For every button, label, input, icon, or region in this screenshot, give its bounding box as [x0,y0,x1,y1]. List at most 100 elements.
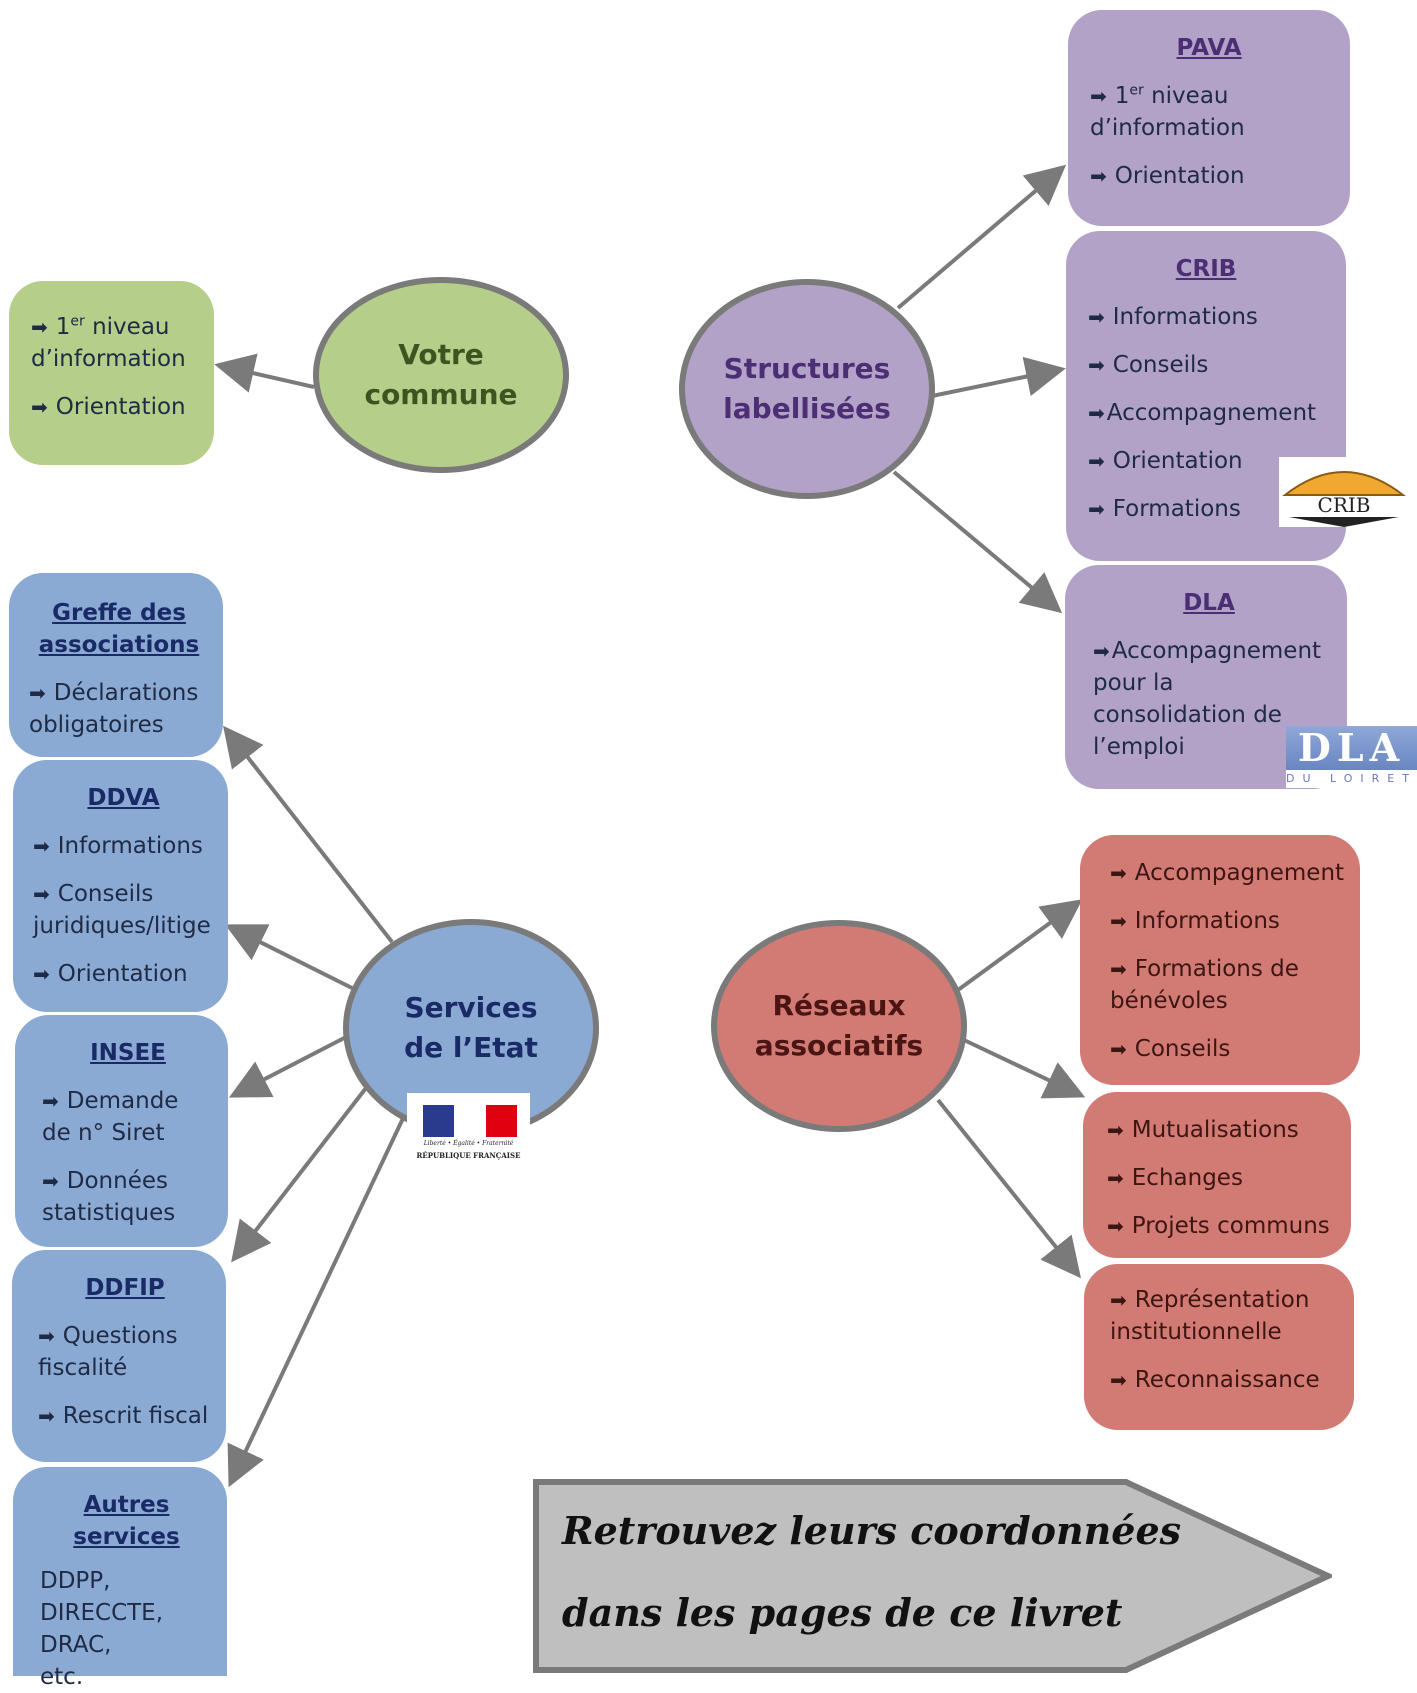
ddva-title: DDVA [87,785,160,811]
arrow-reseaux-to-box1 [956,899,1083,992]
reseaux-item: ➡Informations [1110,908,1280,934]
reseaux-item: ➡Projets communs [1107,1213,1330,1239]
ddva-item: ➡Informations [33,833,203,859]
ddva-item: ➡Conseils juridiques/litige [33,881,211,939]
greffe-box: Greffe des associations ➡Déclarations ob… [9,573,223,757]
crib-item: ➡Conseils [1088,352,1209,378]
reseaux-item: ➡Accompagnement [1110,860,1345,886]
marianne-motto: Liberté • Égalité • Fraternité [423,1140,514,1147]
arrow-right-icon: ➡ [1110,1288,1127,1312]
arrow-right-icon: ➡ [1107,1118,1124,1142]
greffe-title: Greffe des associations [38,600,200,658]
autres-text: DDPP, DIRECCTE, DRAC, etc. [40,1568,164,1690]
arrow-etat-to-ddfip [231,1086,368,1263]
reseaux-item: ➡Conseils [1110,1036,1231,1062]
arrow-right-icon: ➡ [38,1324,55,1348]
arrow-right-icon: ➡ [1107,1166,1124,1190]
arrow-structures-to-dla [892,470,1063,614]
dla-title: DLA [1183,590,1235,616]
arrow-reseaux-to-box2 [963,1038,1086,1099]
dla-logo-subtitle: DU LOIRET [1286,770,1417,788]
arrow-right-icon: ➡ [33,834,50,858]
reseaux-item: ➡Echanges [1107,1165,1243,1191]
callout-line-2: dans les pages de ce livret [562,1590,1123,1635]
arrow-right-icon: ➡ [42,1169,59,1193]
autres-title: Autres services [73,1492,180,1550]
insee-item: ➡Données statistiques [42,1168,176,1226]
arrow-right-icon: ➡ [1088,401,1105,425]
arrow-right-icon: ➡ [1088,305,1105,329]
hub-services-etat: Services de l’Etat [343,919,599,1137]
arrow-right-icon: ➡ [31,315,48,339]
reseaux-box-3: ➡Représentation institutionnelle ➡Reconn… [1084,1264,1354,1430]
crib-title: CRIB [1175,256,1237,282]
arrow-right-icon: ➡ [1090,84,1107,108]
crib-item: ➡Orientation [1088,448,1243,474]
arrow-reseaux-to-box3 [936,1098,1082,1279]
arrow-right-icon: ➡ [42,1089,59,1113]
reseaux-item: ➡Formations de bénévoles [1110,956,1299,1014]
commune-item-orientation: ➡Orientation [31,394,186,420]
arrow-etat-to-insee [228,1034,349,1098]
arrow-etat-to-ddva [224,924,353,990]
dla-logo-text: DLA [1297,725,1406,770]
arrow-right-icon: ➡ [1107,1214,1124,1238]
hub-reseaux-associatifs: Réseaux associatifs [711,920,967,1132]
callout-line-1: Retrouvez leurs coordonnées [562,1508,1182,1553]
arrow-right-icon: ➡ [1110,1368,1127,1392]
arrow-right-icon: ➡ [1110,861,1127,885]
ddfip-title: DDFIP [85,1275,165,1301]
arrow-right-icon: ➡ [29,681,46,705]
crib-item: ➡Formations [1088,496,1241,522]
ddva-item: ➡Orientation [33,961,188,987]
reseaux-item: ➡Mutualisations [1107,1117,1299,1143]
arrow-right-icon: ➡ [33,962,50,986]
ddfip-box: DDFIP ➡Questions fiscalité ➡Rescrit fisc… [12,1250,226,1462]
callout-arrow-shape [533,1479,1332,1673]
arrow-right-icon: ➡ [1093,639,1110,663]
greffe-item: ➡Déclarations obligatoires [29,680,199,738]
crib-logo: CRIB [1279,457,1409,527]
crib-logo-text: CRIB [1318,493,1371,517]
crib-item: ➡Accompagnement [1088,400,1317,426]
pava-title: PAVA [1176,35,1242,61]
arrow-right-icon: ➡ [1110,1037,1127,1061]
ddfip-item: ➡Rescrit fiscal [38,1403,209,1429]
arrow-right-icon: ➡ [1110,957,1127,981]
arrow-right-icon: ➡ [33,882,50,906]
hub-votre-commune: Votre commune [313,277,569,473]
arrow-structures-to-crib [931,356,1066,398]
commune-info-box: ➡1er niveau d’information ➡Orientation [9,281,214,465]
arrow-commune-to-box [214,353,315,393]
autres-services-box: Autres services DDPP, DIRECCTE, DRAC, et… [13,1467,227,1690]
arrow-etat-to-greffe [223,725,394,944]
arrow-right-icon: ➡ [1090,164,1107,188]
dla-logo: DLA DU LOIRET [1286,726,1417,788]
pava-item-info: ➡1er niveau d’information [1090,82,1245,141]
arrow-right-icon: ➡ [31,395,48,419]
dla-box: DLA ➡Accompagnement pour la consolidatio… [1065,565,1347,789]
marianne-logo: Liberté • Égalité • Fraternité RÉPUBLIQU… [407,1093,530,1169]
reseaux-item: ➡Représentation institutionnelle [1110,1287,1310,1345]
hub-structures-labellisees: Structures labellisées [679,279,935,499]
reseaux-box-2: ➡Mutualisations ➡Echanges ➡Projets commu… [1083,1092,1351,1258]
ddva-box: DDVA ➡Informations ➡Conseils juridiques/… [13,760,228,1012]
commune-item-info: ➡1er niveau d’information [31,313,186,372]
insee-title: INSEE [90,1040,166,1066]
arrow-right-icon: ➡ [1088,449,1105,473]
pava-box: PAVA ➡1er niveau d’information ➡Orientat… [1068,10,1350,226]
insee-box: INSEE ➡Demande de n° Siret ➡Données stat… [15,1015,228,1247]
reseaux-item: ➡Reconnaissance [1110,1367,1320,1393]
arrow-right-icon: ➡ [1088,353,1105,377]
arrow-right-icon: ➡ [1088,497,1105,521]
reseaux-box-1: ➡Accompagnement ➡Informations ➡Formation… [1080,835,1360,1085]
arrow-structures-to-pava [896,164,1067,310]
crib-item: ➡Informations [1088,304,1258,330]
arrow-etat-to-autres [227,1111,408,1488]
dla-item: ➡Accompagnement pour la consolidation de… [1093,638,1322,760]
ddfip-item: ➡Questions fiscalité [38,1323,178,1381]
marianne-name: RÉPUBLIQUE FRANÇAISE [416,1151,521,1160]
insee-item: ➡Demande de n° Siret [42,1088,179,1146]
pava-item-orientation: ➡Orientation [1090,163,1245,189]
